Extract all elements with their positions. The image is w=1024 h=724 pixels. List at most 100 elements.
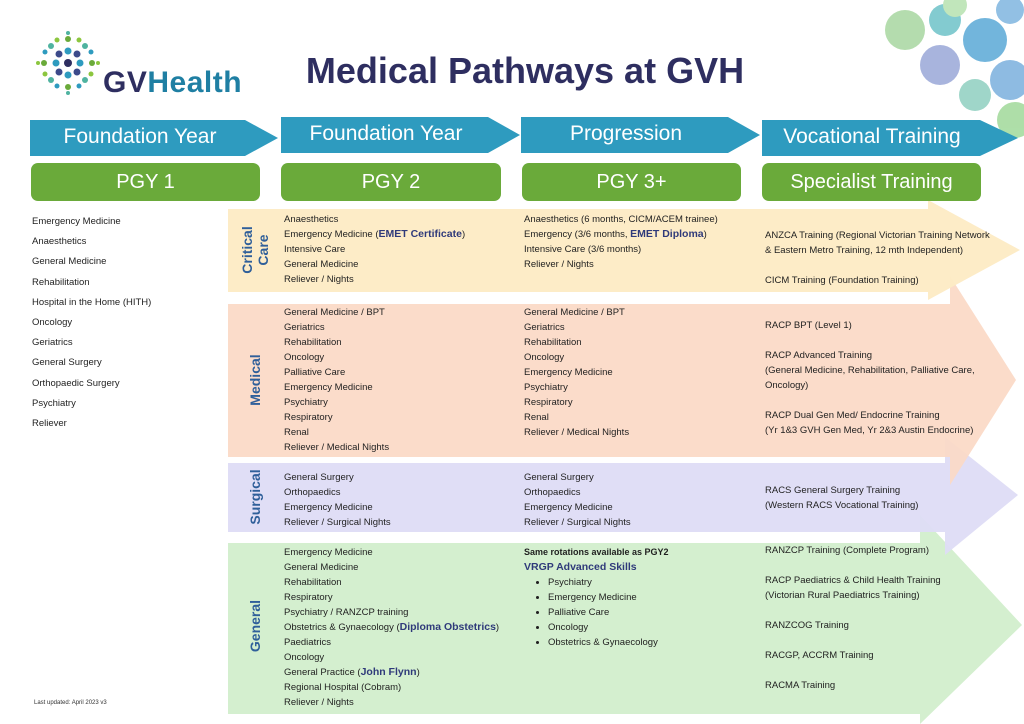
list-item: & Eastern Metro Training, 12 mth Indepen… [765,245,964,256]
list-item: Obstetrics & Gynaecology [548,635,669,650]
logo-gv: GV [103,66,148,99]
logo-health: Health [147,66,243,99]
pgy2-box: PGY 2 [281,163,501,201]
medical-pgy2-list: General Medicine / BPT Geriatrics Rehabi… [284,305,389,455]
list-item: Geriatrics [284,322,325,333]
list-item: CICM Training (Foundation Training) [765,275,919,286]
list-item: RACS General Surgery Training [765,485,901,496]
critical-care-vocational-list: ANZCA Training (Regional Victorian Train… [765,228,990,288]
list-item: Palliative Care [548,605,669,620]
list-item: Emergency Medicine [524,367,613,378]
list-item: Rehabilitation [524,337,582,348]
list-item-text: General Practice ( [284,667,361,678]
list-item: Anaesthetics [32,236,87,248]
stream-label-line: Care [255,234,271,266]
list-item: Hospital in the Home (HITH) [32,296,152,308]
list-item: Respiratory [524,397,573,408]
stage-label-1: Foundation Year [63,125,217,148]
page-title: Medical Pathways at GVH [305,50,745,91]
pgy1-box: PGY 1 [31,163,260,201]
list-item: Emergency Medicine (EMET Certificate) [284,227,465,242]
stage-label-2: Foundation Year [309,122,463,145]
list-item: Rehabilitation [284,337,342,348]
list-item: (Yr 1&3 GVH Gen Med, Yr 2&3 Austin Endoc… [765,425,974,436]
list-item: RACP Paediatrics & Child Health Training [765,575,941,586]
general-pgy2-list: Emergency Medicine General Medicine Reha… [284,545,499,710]
list-item: RACP Dual Gen Med/ Endocrine Training [765,410,940,421]
list-item-text: ) [703,229,707,240]
list-item: Rehabilitation [32,276,90,288]
list-item: RANZCOG Training [765,620,849,631]
list-item: Oncology [284,352,325,363]
list-item-text: Emergency Medicine ( [284,229,379,240]
list-item: Obstetrics & Gynaecology (Diploma Obstet… [284,620,499,635]
list-item: General Medicine [32,256,107,268]
list-item: Reliever / Medical Nights [284,442,390,453]
list-item: Renal [524,412,549,423]
list-item: Psychiatry / RANZCP training [284,607,409,618]
list-item: Geriatrics [524,322,565,333]
decorative-droplets [885,0,1024,138]
list-item: RANZCP Training (Complete Program) [765,545,930,556]
list-item: General Surgery [284,472,354,483]
surgical-pgy3-list: General Surgery Orthopaedics Emergency M… [524,470,631,530]
list-item: RACP Advanced Training [765,350,873,361]
stream-label-medical: Medical [247,354,263,406]
list-item: General Medicine [284,562,359,573]
pgy1-rotation-list: Emergency Medicine Anaesthetics General … [32,212,151,434]
list-item: General Surgery [524,472,594,483]
list-item: Orthopaedic Surgery [32,377,120,389]
list-item: Emergency Medicine [284,547,373,558]
list-item: Reliever [32,418,67,430]
emet-diploma: EMET Diploma [630,228,704,240]
stream-label-general: General [247,599,263,653]
stream-label-surgical: Surgical [247,469,263,525]
list-item: ANZCA Training (Regional Victorian Train… [765,230,990,241]
list-item: Intensive Care [284,244,346,255]
general-pgy3-list: Same rotations available as PGY2 VRGP Ad… [524,545,669,650]
list-item: Reliever / Surgical Nights [284,517,391,528]
list-item: General Surgery [32,357,102,369]
pgy3-box: PGY 3+ [522,163,741,201]
diploma-obstetrics: Diploma Obstetrics [399,621,496,633]
list-item-text: Emergency (3/6 months, [524,229,631,240]
last-updated-note: Last updated: April 2023 v3 [34,700,107,706]
stream-label-critical-care: Critical Care [239,215,273,285]
stream-label-line: Critical [239,226,255,274]
list-item: Orthopaedics [284,487,341,498]
surgical-vocational-list: RACS General Surgery Training (Western R… [765,483,918,513]
stage-arrow-4 [762,120,1018,156]
john-flynn: John Flynn [360,666,417,678]
specialist-training-box: Specialist Training [762,163,981,201]
general-band [228,515,1022,724]
surgical-pgy2-list: General Surgery Orthopaedics Emergency M… [284,470,391,530]
list-item: General Medicine / BPT [524,307,625,318]
list-item: Geriatrics [32,337,73,349]
list-item: Emergency Medicine [32,216,121,227]
list-item: Oncology [284,652,325,663]
medical-pgy3-list: General Medicine / BPT Geriatrics Rehabi… [524,305,629,440]
list-item: Psychiatry [32,397,76,409]
list-item: Respiratory [284,412,333,423]
list-item: Emergency Medicine [548,590,669,605]
critical-care-pgy3-list: Anaesthetics (6 months, CICM/ACEM traine… [524,212,718,272]
list-item: Reliever / Surgical Nights [524,517,631,528]
list-item: Rehabilitation [284,577,342,588]
list-item: (Victorian Rural Paediatrics Training) [765,590,920,601]
general-pgy3-intro: Same rotations available as PGY2 [524,547,669,557]
list-item: Intensive Care (3/6 months) [524,244,642,255]
emet-certificate: EMET Certificate [378,228,462,240]
list-item: Respiratory [284,592,333,603]
list-item: Anaesthetics [284,214,339,225]
list-item: Reliever / Nights [284,697,354,708]
list-item: Oncology) [765,380,809,391]
list-item: (Western RACS Vocational Training) [765,500,919,511]
list-item: Oncology [548,620,669,635]
vrgp-heading: VRGP Advanced Skills [524,561,637,573]
general-vocational-list: RANZCP Training (Complete Program) RACP … [765,543,941,693]
list-item: Oncology [524,352,565,363]
list-item: General Practice (John Flynn) [284,665,499,680]
list-item: (General Medicine, Rehabilitation, Palli… [765,365,975,376]
list-item-text: ) [461,229,466,240]
